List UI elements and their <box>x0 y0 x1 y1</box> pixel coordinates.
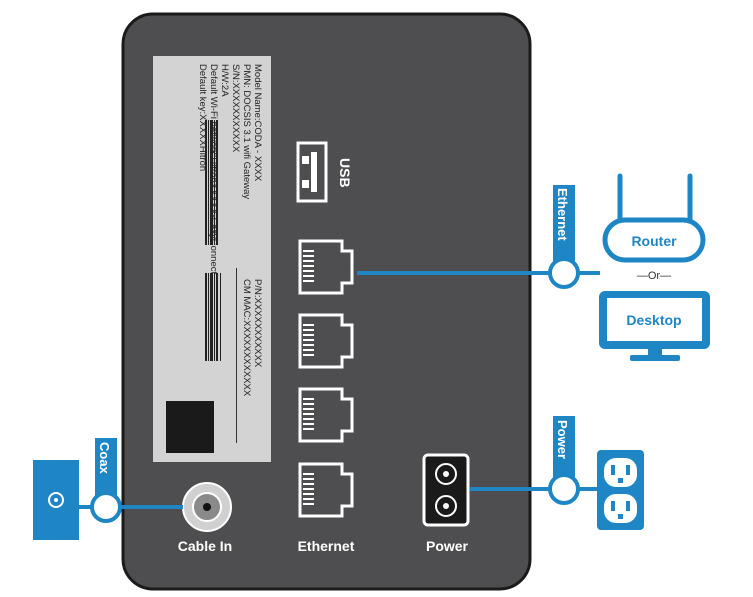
router-label: Router <box>631 233 677 249</box>
or-label: —Or— <box>637 270 671 282</box>
label-line-sn: S/N:XXXXXXXXXXX <box>230 64 241 153</box>
power-connector-node <box>548 473 580 505</box>
cable-in-port <box>182 482 232 532</box>
label-line-pmn: PMN: DOCSIS 3.1 wifi Gateway <box>241 64 252 199</box>
label-line-pn: P/N:XXXXXXXXXXX <box>252 279 263 368</box>
coax-connector-node <box>90 491 122 523</box>
ethernet-port-4 <box>298 462 354 518</box>
power-label: Power <box>426 538 469 554</box>
barcode-mac <box>205 273 221 361</box>
label-sticker-text: Model Name:CODA - XXXX PMN: DOCSIS 3.1 w… <box>197 64 263 397</box>
ethernet-tag-bar <box>553 185 575 273</box>
power-port <box>422 453 470 527</box>
label-line-model: Model Name:CODA - XXXX <box>252 64 263 182</box>
ethernet-connector-node <box>548 257 580 289</box>
ethernet-label: Ethernet <box>298 538 355 554</box>
label-line-key: Default key:XXXXXHitron <box>197 64 208 171</box>
coax-tag-bar <box>95 438 117 507</box>
coax-tag: Coax <box>97 442 112 475</box>
ethernet-tag: Ethernet <box>555 188 570 241</box>
label-line-wifi: Default Wi-Fi network:HitronXXXXX-EasyCo… <box>208 64 219 274</box>
cable-in-label: Cable In <box>178 538 232 554</box>
power-tag: Power <box>555 420 570 459</box>
label-line-hw: H/W:2A <box>219 64 230 97</box>
qr-code <box>166 401 214 453</box>
label-line-mac: CM MAC:XXXXXXXXXXXX <box>241 279 252 397</box>
ethernet-port-2 <box>298 313 354 369</box>
router-icon <box>602 173 706 263</box>
power-outlet-icon <box>597 450 644 530</box>
usb-port <box>296 141 328 203</box>
barcode-sn <box>205 120 218 245</box>
desktop-label: Desktop <box>626 312 681 328</box>
ethernet-port-3 <box>298 387 354 443</box>
label-divider <box>236 268 237 443</box>
usb-label: USB <box>337 158 353 188</box>
coax-wall-plate-icon <box>33 460 79 540</box>
ethernet-port-1 <box>298 239 354 295</box>
desktop-icon <box>599 291 710 361</box>
power-tag-bar <box>553 416 575 489</box>
